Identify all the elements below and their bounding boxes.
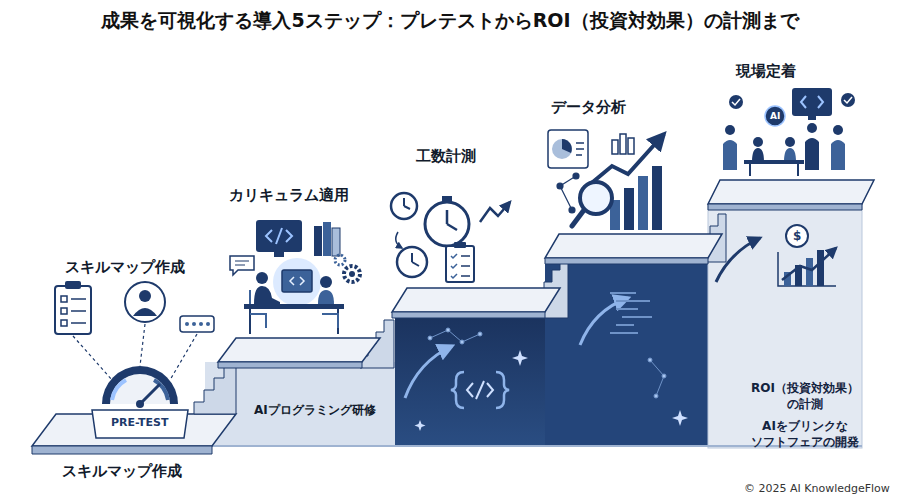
badge-text: AI	[770, 111, 780, 121]
step-heading: データ分析	[551, 98, 626, 117]
roi-note: ROI（投資対効果） の計測	[749, 380, 861, 412]
copyright: © 2025 AI KnowledgeFlow	[744, 482, 890, 495]
roi-note: AIをブリンクな ソフトフェアの開発	[746, 418, 864, 450]
step-heading: 工数計測	[416, 147, 476, 166]
step-heading-box: データ分析	[548, 96, 629, 119]
step-heading-box: 現場定着	[733, 60, 799, 83]
coin-symbol: $	[793, 229, 801, 243]
diagram-title: 成果を可視化する導入5ステップ：プレテストからROI（投資対効果）の計測まで	[0, 8, 900, 34]
bottom-caption: スキルマップ作成	[62, 462, 182, 481]
gauge-label: PRE-TEST	[109, 416, 170, 429]
step-heading-box: 工数計測	[413, 145, 479, 168]
step-heading: スキルマップ作成	[65, 258, 185, 277]
step-heading-box: スキルマップ作成	[62, 256, 188, 279]
step-caption: AIプログラミング研修	[252, 402, 378, 419]
step-heading: 現場定着	[736, 62, 796, 81]
step-heading-box: カリキュラム適用	[226, 184, 352, 207]
step-heading: カリキュラム適用	[229, 186, 349, 205]
